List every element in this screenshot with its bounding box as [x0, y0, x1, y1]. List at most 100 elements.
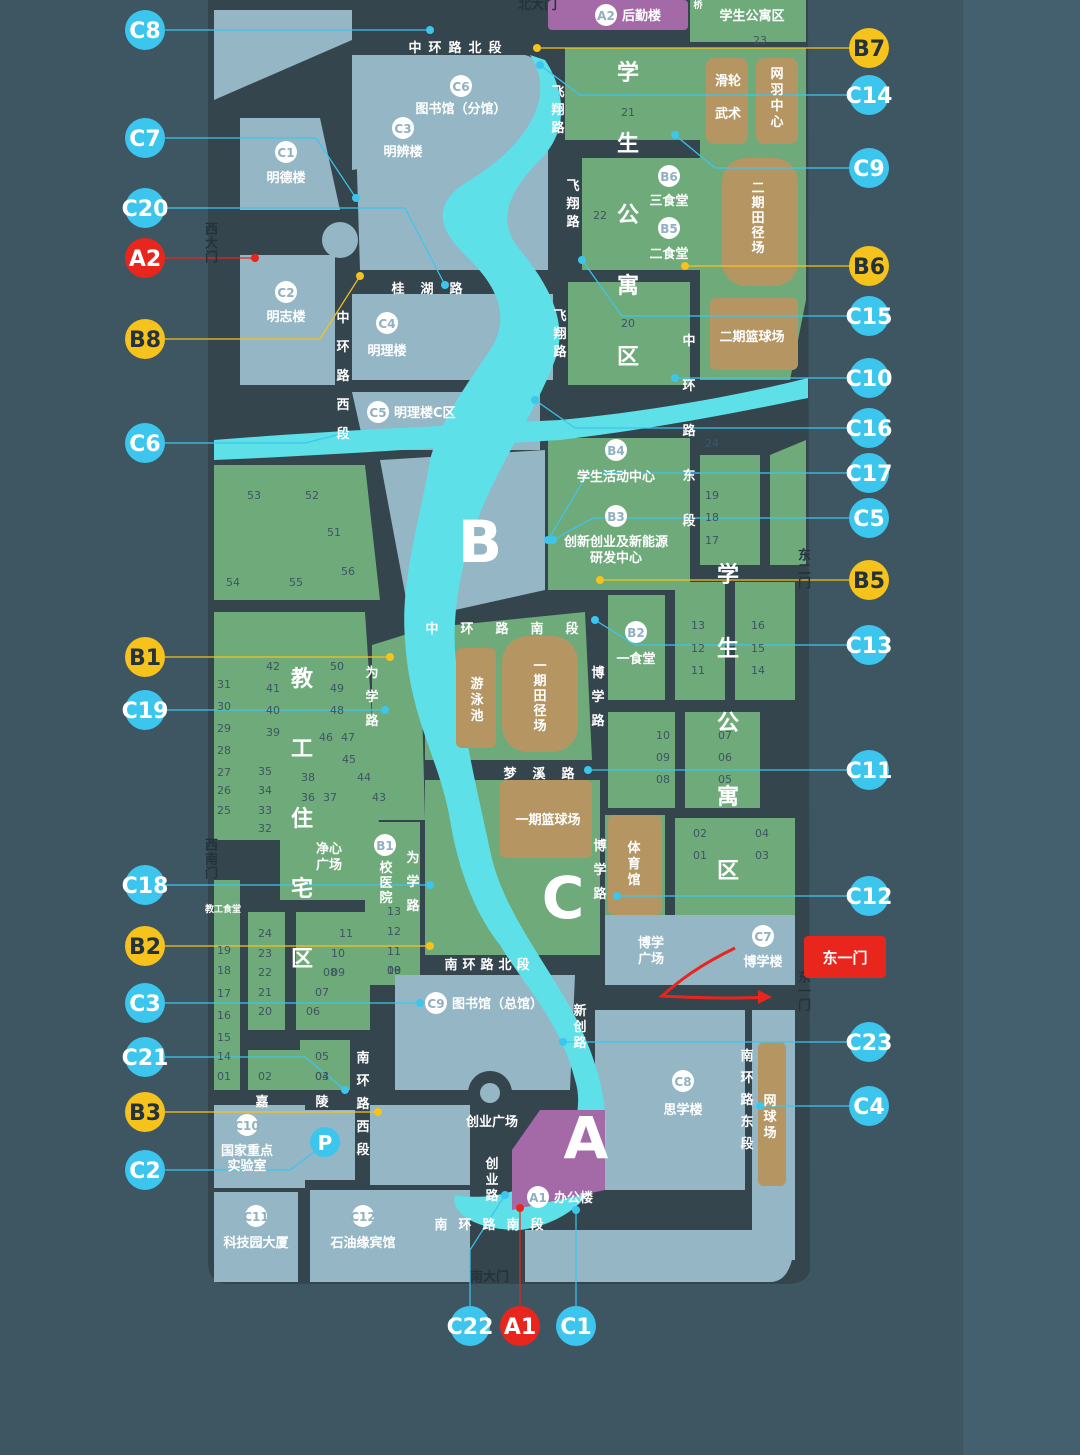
road-feixiang-2: 飞: [566, 179, 579, 194]
marker-code: C8: [129, 19, 160, 44]
label-court2: 二期篮球场: [719, 329, 784, 345]
marker-c5[interactable]: C5: [849, 498, 889, 538]
building-name: 博学楼: [743, 954, 782, 970]
block-west-42: [214, 612, 300, 660]
road-xinchuang: 新: [573, 1003, 586, 1019]
road-boxue-2: 博: [593, 838, 606, 854]
marker-c7[interactable]: C7: [125, 118, 165, 158]
marker-c12[interactable]: C12: [846, 876, 893, 916]
marker-b7[interactable]: B7: [849, 28, 889, 68]
marker-c10[interactable]: C10: [846, 358, 893, 398]
marker-c23[interactable]: C23: [846, 1022, 893, 1062]
marker-b2[interactable]: B2: [125, 926, 165, 966]
label-track1: 期: [533, 674, 546, 689]
block-number-text: 40: [266, 704, 280, 717]
marker-c21[interactable]: C21: [122, 1037, 169, 1077]
leader-dot: [341, 1086, 349, 1094]
leader-dot: [516, 1204, 524, 1212]
marker-code: C23: [846, 1031, 893, 1056]
marker-b3[interactable]: B3: [125, 1092, 165, 1132]
road-weixue-1: 为: [365, 665, 378, 681]
block-number: 03: [755, 849, 769, 862]
marker-c2[interactable]: C2: [125, 1150, 165, 1190]
label-jingxin: 净心: [316, 841, 342, 857]
marker-c9[interactable]: C9: [849, 148, 889, 188]
marker-c17[interactable]: C17: [846, 453, 893, 493]
block-number: 11: [691, 664, 705, 677]
marker-c14[interactable]: C14: [846, 75, 893, 115]
block-number: 39: [266, 726, 280, 739]
facility-badminton: [756, 58, 798, 144]
building-code: A2: [597, 9, 615, 23]
block-b2: [608, 595, 665, 700]
block-number: 15: [217, 1031, 231, 1044]
block-number-text: 56: [341, 565, 355, 578]
block-number-text: 17: [217, 987, 231, 1000]
marker-c15[interactable]: C15: [846, 296, 893, 336]
marker-c19[interactable]: C19: [122, 690, 169, 730]
leader-dot: [426, 26, 434, 34]
building-name: 三食堂: [649, 193, 688, 209]
block-number-text: 41: [266, 682, 280, 695]
marker-c3[interactable]: C3: [125, 983, 165, 1023]
marker-code: C9: [853, 157, 884, 182]
block-number: 25: [217, 804, 231, 817]
marker-c18[interactable]: C18: [122, 865, 169, 905]
marker-code: C18: [122, 874, 169, 899]
block-number-text: 39: [266, 726, 280, 739]
river: [404, 55, 607, 1230]
building-code: B1: [376, 839, 394, 853]
marker-c13[interactable]: C13: [846, 625, 893, 665]
block-apt-10: [608, 712, 675, 808]
block-number: 07: [315, 986, 329, 999]
marker-c22[interactable]: C22: [447, 1306, 494, 1346]
marker-b8[interactable]: B8: [125, 319, 165, 359]
marker-a2[interactable]: A2: [125, 238, 165, 278]
marker-b6[interactable]: B6: [849, 246, 889, 286]
label-track2: 二: [751, 181, 764, 196]
marker-code: B5: [853, 569, 885, 594]
block-number: 08: [656, 773, 670, 786]
building-code: C11: [243, 1210, 269, 1224]
leader-line: [165, 275, 361, 340]
marker-c20[interactable]: C20: [122, 188, 169, 228]
marker-b1[interactable]: B1: [125, 637, 165, 677]
marker-c1[interactable]: C1: [556, 1306, 596, 1346]
marker-a1[interactable]: A1: [500, 1306, 540, 1346]
block-number: 49: [330, 682, 344, 695]
marker-b5[interactable]: B5: [849, 560, 889, 600]
marker-c4[interactable]: C4: [849, 1086, 889, 1126]
marker-c8[interactable]: C8: [125, 10, 165, 50]
marker-c6[interactable]: C6: [125, 423, 165, 463]
building-b1[interactable]: B1校医院校医院: [0, 0, 396, 906]
marker-c16[interactable]: C16: [846, 408, 893, 448]
block-west-53: [214, 465, 380, 600]
label-boxue-square: 博学: [638, 935, 664, 951]
block-number-text: 14: [751, 664, 765, 677]
marker-c11[interactable]: C11: [846, 750, 893, 790]
road-weixue-2: 路: [406, 898, 420, 914]
block-number: 08: [387, 964, 401, 977]
leader-dot: [416, 999, 424, 1007]
east-gate-callout[interactable]: 东一门: [804, 936, 886, 978]
block-c8: [595, 1010, 745, 1190]
